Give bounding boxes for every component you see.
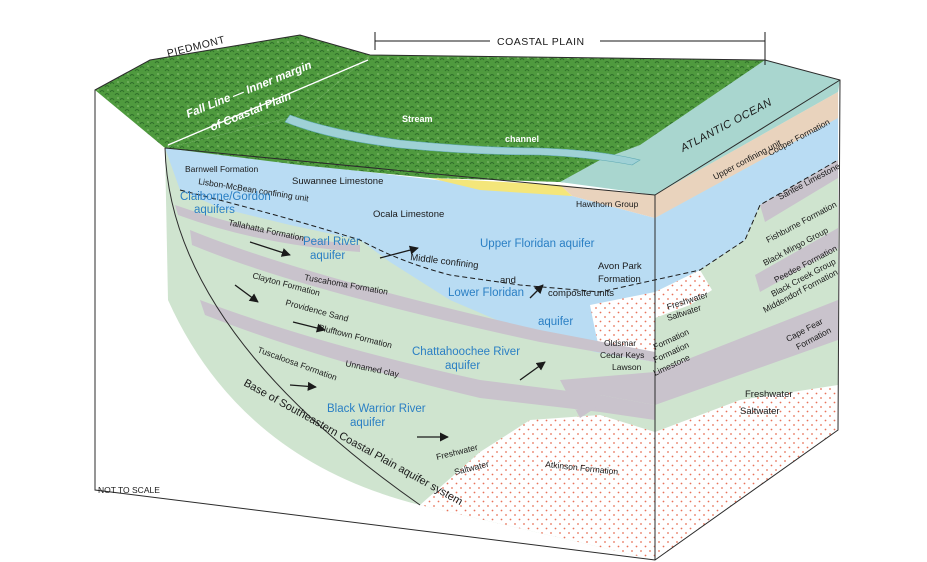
front-confining-2 bbox=[755, 228, 838, 292]
pearl-river-label-2: aquifer bbox=[310, 250, 345, 262]
block-outline bbox=[94, 34, 841, 561]
tallahatta-confining bbox=[175, 205, 360, 252]
stream-channel bbox=[284, 114, 641, 166]
hawthorn-layer bbox=[560, 185, 655, 218]
pearl-river-label-1: Pearl River bbox=[303, 236, 360, 248]
avon-park-label-2: Formation bbox=[598, 274, 641, 285]
front-limestone bbox=[655, 118, 838, 292]
section-top-edge bbox=[164, 147, 656, 196]
saltwater-label-2: Saltwater bbox=[740, 406, 780, 417]
top-front-edge bbox=[654, 79, 841, 196]
upper-floridan-label: Upper Floridan aquifer bbox=[480, 238, 595, 250]
avon-park-label-1: Avon Park bbox=[598, 261, 642, 272]
lower-floridan-label-1: Lower Floridan bbox=[448, 287, 524, 299]
oldsmar-label: Oldsmar bbox=[604, 338, 636, 348]
front-hawthorn bbox=[655, 92, 838, 218]
tuscahoma-confining bbox=[190, 230, 655, 362]
stream-label: Stream bbox=[402, 114, 433, 124]
barnwell-label: Barnwell Formation bbox=[185, 164, 258, 174]
middle-confining-dash bbox=[179, 159, 839, 293]
claiborne-label-2: aquifers bbox=[194, 204, 235, 216]
front-saltwater-lower bbox=[655, 385, 838, 560]
chattahoochee-label-1: Chattahoochee River bbox=[412, 346, 520, 358]
black-warrior-label-1: Black Warrior River bbox=[327, 403, 426, 415]
section-base-edge bbox=[164, 147, 421, 506]
chattahoochee-label-2: aquifer bbox=[445, 360, 480, 372]
lower-floridan-label-2: aquifer bbox=[538, 316, 573, 328]
suwannee-label: Suwannee Limestone bbox=[292, 176, 383, 187]
not-to-scale-label: NOT TO SCALE bbox=[98, 485, 160, 495]
ocala-label: Ocala Limestone bbox=[373, 209, 444, 220]
saltwater-zone-lower bbox=[420, 415, 655, 560]
fall-line bbox=[167, 59, 369, 146]
channel-label: channel bbox=[505, 134, 539, 144]
hawthorn-label: Hawthorn Group bbox=[576, 199, 639, 209]
flow-arrows bbox=[234, 241, 546, 442]
front-confining-3 bbox=[655, 300, 838, 405]
front-saltwater-mid bbox=[655, 270, 712, 318]
lawson-label: Lawson bbox=[612, 362, 642, 372]
composite-units-label: composite units bbox=[548, 288, 614, 299]
sand-wedge bbox=[430, 178, 572, 196]
floridan-limestone-layer bbox=[165, 148, 655, 362]
claiborne-label-1: Claiborne/Gordon bbox=[180, 191, 271, 203]
coastal-plain-bracket bbox=[374, 32, 766, 65]
front-confining-1 bbox=[760, 160, 838, 222]
coastal-plain-label: COASTAL PLAIN bbox=[497, 36, 585, 48]
lower-confining bbox=[560, 372, 655, 418]
middle-confining-and: and bbox=[500, 275, 516, 286]
unnamed-clay-confining bbox=[200, 300, 655, 420]
cedar-keys-label: Cedar Keys bbox=[600, 350, 644, 360]
piedmont-surface bbox=[95, 35, 370, 148]
black-warrior-label-2: aquifer bbox=[350, 417, 385, 429]
freshwater-label-2: Freshwater bbox=[745, 389, 793, 400]
